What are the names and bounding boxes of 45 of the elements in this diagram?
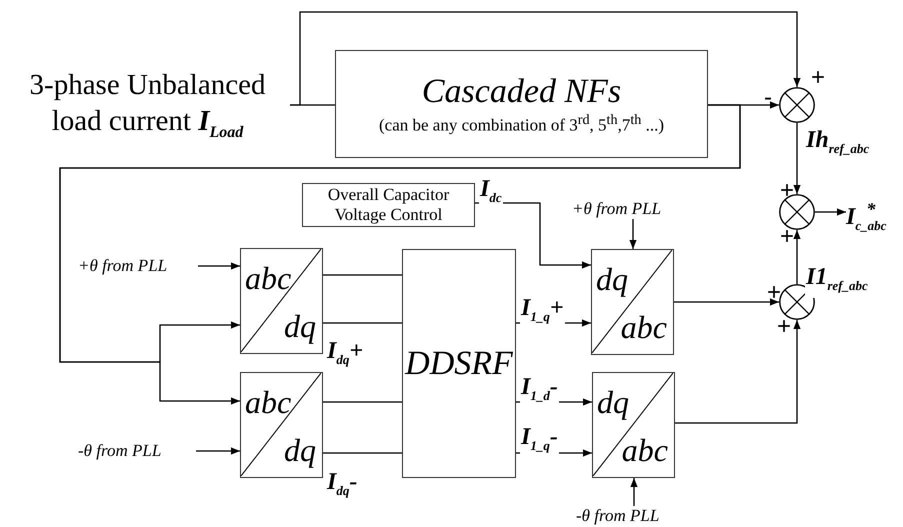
transform-label: dq	[284, 433, 316, 467]
transform-label: dq	[284, 309, 316, 343]
signal-label: I1$_{ref_abc}$	[805, 265, 869, 298]
box-title: Cascaded NFs	[422, 72, 622, 110]
connector-line	[323, 322, 402, 324]
process-box	[302, 183, 475, 227]
sign-label: +	[811, 67, 826, 89]
arrow	[793, 123, 801, 194]
arrow	[630, 478, 638, 506]
sign-label: +	[780, 180, 794, 202]
transform-block	[591, 249, 674, 355]
connector-line	[323, 274, 402, 276]
arrow	[198, 262, 240, 270]
box-title: Overall Capacitor Voltage Control	[326, 185, 450, 225]
transform-block	[240, 248, 323, 354]
signal-source-text: +θ from PLL	[572, 199, 692, 219]
arrow	[815, 208, 846, 216]
box-note: (can be any combination of 3$^{rd}$, 5$^{th}$,7$^{th}$ ...)	[379, 110, 664, 136]
signal-source-text: +θ from PLL	[78, 256, 198, 276]
connector-line	[323, 452, 402, 454]
transform-block	[592, 372, 675, 478]
transform-label: dq	[596, 262, 628, 296]
arrow	[674, 298, 779, 306]
arrow	[793, 230, 801, 284]
sign-label: +	[780, 226, 794, 248]
transform-label: abc	[620, 310, 667, 344]
transform-block	[240, 372, 323, 478]
transform-label: dq	[597, 385, 629, 419]
signal-source-text: -θ from PLL	[576, 506, 692, 526]
transform-label: abc	[622, 433, 668, 467]
arrow	[675, 320, 801, 424]
arrow	[629, 219, 637, 249]
arrow	[196, 447, 240, 455]
sign-label: -	[764, 87, 772, 109]
signal-source-text: 3-phase Unbalanced load current I$_{Load}$	[5, 67, 290, 141]
process-box	[402, 249, 516, 478]
sign-label: +	[767, 282, 782, 304]
signal-source-text: -θ from PLL	[78, 441, 196, 461]
box-title: DDSRF	[405, 345, 513, 382]
process-box	[335, 50, 708, 158]
connector-line	[290, 104, 335, 106]
transform-label: abc	[245, 385, 292, 419]
connector-line	[323, 401, 402, 403]
transform-label: abc	[245, 261, 292, 295]
sign-label: +	[777, 316, 792, 338]
